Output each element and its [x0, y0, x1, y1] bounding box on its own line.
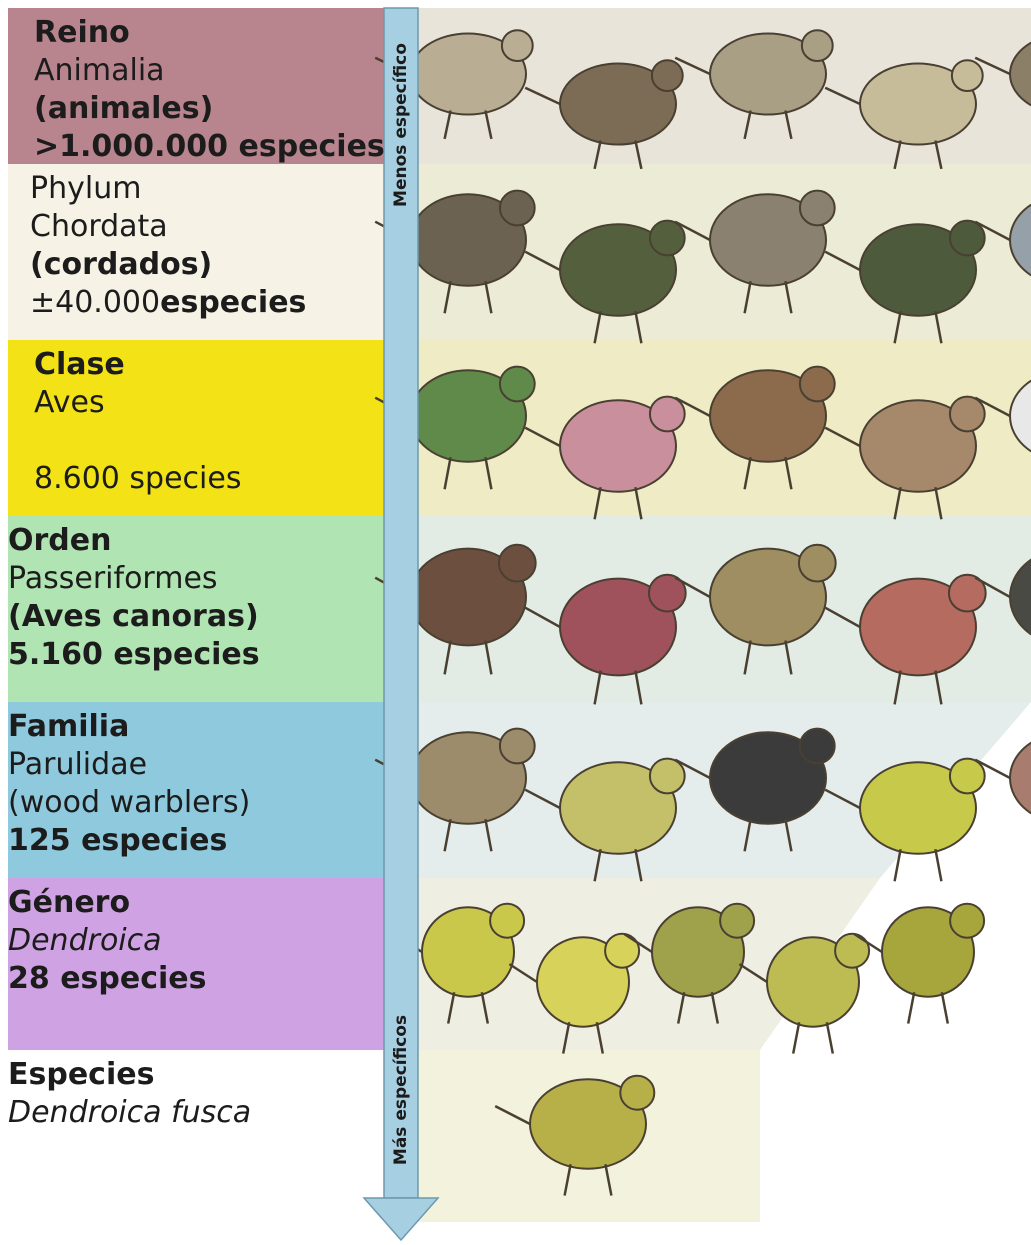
rank-line: Familia: [8, 708, 376, 746]
animal-genero-5: [854, 904, 984, 1024]
rank-line: Orden: [8, 522, 376, 560]
arrow-top-label: Menos específico: [391, 43, 411, 207]
rank-label-clase: ClaseAves 8.600 species: [0, 346, 376, 498]
rank-line: (Aves canoras): [8, 598, 376, 636]
arrow-bottom-label: Más específicos: [391, 1015, 411, 1165]
rank-line: Aves: [34, 384, 376, 422]
rank-line: Género: [8, 884, 376, 922]
rank-label-genero: GéneroDendroica28 especies: [0, 884, 376, 998]
rank-labels: ReinoAnimalia(animales)>1.000.000 especi…: [0, 0, 376, 1245]
rank-line: 5.160 especies: [8, 636, 376, 674]
rank-line: Dendroica fusca: [8, 1094, 376, 1132]
rank-line: (cordados): [30, 246, 376, 284]
rank-line: 28 especies: [8, 960, 376, 998]
rank-line: (animales): [34, 90, 376, 128]
rank-line: (wood warblers): [8, 784, 376, 822]
rank-label-orden: OrdenPasseriformes(Aves canoras)5.160 es…: [0, 522, 376, 674]
rank-line: Especies: [8, 1056, 376, 1094]
rank-line-suffix: especies: [160, 285, 306, 320]
rank-label-familia: FamiliaParulidae(wood warblers)125 espec…: [0, 708, 376, 860]
rank-line-row: ±40.000especies: [30, 284, 376, 322]
rank-line: Reino: [34, 14, 376, 52]
rank-line: 8.600 species: [34, 460, 376, 498]
rank-line: Animalia: [34, 52, 376, 90]
rank-line: Dendroica: [8, 922, 376, 960]
rank-label-reino: ReinoAnimalia(animales)>1.000.000 especi…: [0, 14, 376, 166]
rank-line: [34, 422, 376, 460]
rank-line: ±40.000: [30, 285, 160, 320]
rank-line: 125 especies: [8, 822, 376, 860]
rank-label-especies: EspeciesDendroica fusca: [0, 1056, 376, 1132]
rank-line: Phylum: [30, 170, 376, 208]
rank-line: Chordata: [30, 208, 376, 246]
rank-line: >1.000.000 especies: [34, 128, 376, 166]
rank-line: Passeriformes: [8, 560, 376, 598]
rank-label-phylum: PhylumChordata(cordados)±40.000especies: [0, 170, 376, 322]
rank-line: Parulidae: [8, 746, 376, 784]
rank-line: Clase: [34, 346, 376, 384]
